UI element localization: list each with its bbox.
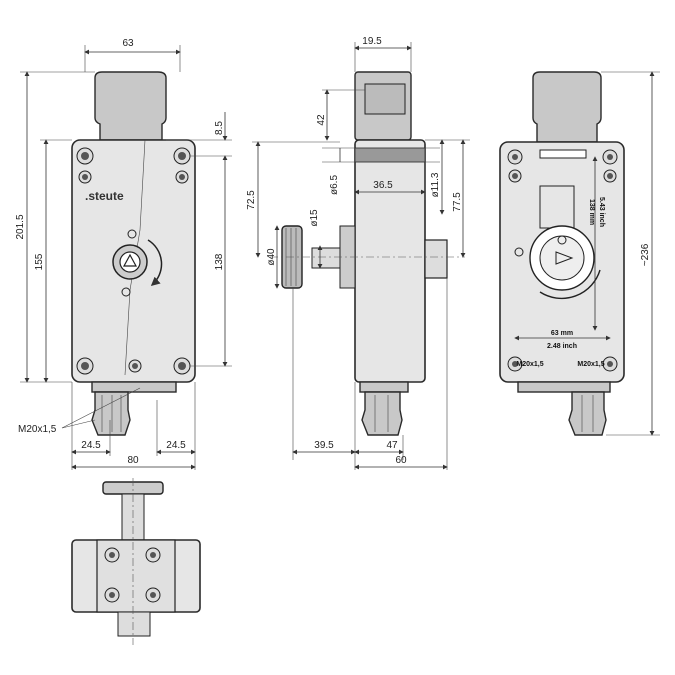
svg-text:77.5: 77.5 xyxy=(452,192,463,212)
svg-text:72.5: 72.5 xyxy=(246,190,257,210)
rear-lock-icon xyxy=(557,235,567,245)
svg-text:47: 47 xyxy=(386,440,398,451)
svg-text:ø11.3: ø11.3 xyxy=(430,172,441,197)
rear-unlock-icon xyxy=(514,247,524,257)
svg-text:8.5: 8.5 xyxy=(214,121,225,135)
svg-text:24.5: 24.5 xyxy=(81,440,101,451)
svg-text:42: 42 xyxy=(316,114,327,126)
svg-text:60: 60 xyxy=(395,455,407,466)
svg-text:36.5: 36.5 xyxy=(373,180,393,191)
svg-text:155: 155 xyxy=(34,253,45,270)
svg-text:~236: ~236 xyxy=(640,243,651,266)
svg-text:M20x1,5: M20x1,5 xyxy=(516,361,543,368)
svg-text:5.43 inch: 5.43 inch xyxy=(598,197,605,227)
svg-text:ø15: ø15 xyxy=(309,209,320,227)
svg-text:19.5: 19.5 xyxy=(362,36,382,47)
rear-cable-gland xyxy=(568,391,607,436)
top-rear-stub xyxy=(117,611,151,637)
unlock-icon xyxy=(121,287,131,297)
svg-text:63 mm: 63 mm xyxy=(551,330,573,337)
side-rear-stub xyxy=(424,239,448,279)
rear-view: 138 mm 5.43 inch 63 mm 2.48 inch M20x1,5… xyxy=(499,71,660,436)
brand-logo: .steute xyxy=(85,189,124,203)
svg-text:M20x1,5: M20x1,5 xyxy=(18,424,57,435)
svg-text:138: 138 xyxy=(214,253,225,270)
svg-text:24.5: 24.5 xyxy=(166,440,186,451)
front-screws xyxy=(76,147,191,375)
front-view: .steute 63 201.5 155 138 8.5 xyxy=(15,38,232,470)
front-top-cap xyxy=(94,71,167,141)
svg-text:80: 80 xyxy=(127,455,139,466)
svg-text:ø6.5: ø6.5 xyxy=(329,175,340,195)
rear-top-cap xyxy=(532,71,602,143)
svg-text:ø40: ø40 xyxy=(266,248,277,266)
svg-text:39.5: 39.5 xyxy=(314,440,334,451)
svg-text:138 mm: 138 mm xyxy=(588,199,595,225)
front-cable-gland xyxy=(91,391,131,436)
svg-text:M20x1,5: M20x1,5 xyxy=(577,361,604,368)
svg-text:201.5: 201.5 xyxy=(15,214,26,239)
side-body xyxy=(354,139,426,383)
side-view: 19.5 42 ø6.5 36.5 ø11.3 72.5 77.5 ø15 ø4… xyxy=(246,36,470,470)
svg-text:2.48 inch: 2.48 inch xyxy=(547,343,577,350)
svg-text:63: 63 xyxy=(122,38,134,49)
top-view xyxy=(71,478,201,645)
front-gland-base xyxy=(91,381,177,393)
lock-icon xyxy=(127,229,137,239)
side-cable-gland xyxy=(361,391,403,436)
